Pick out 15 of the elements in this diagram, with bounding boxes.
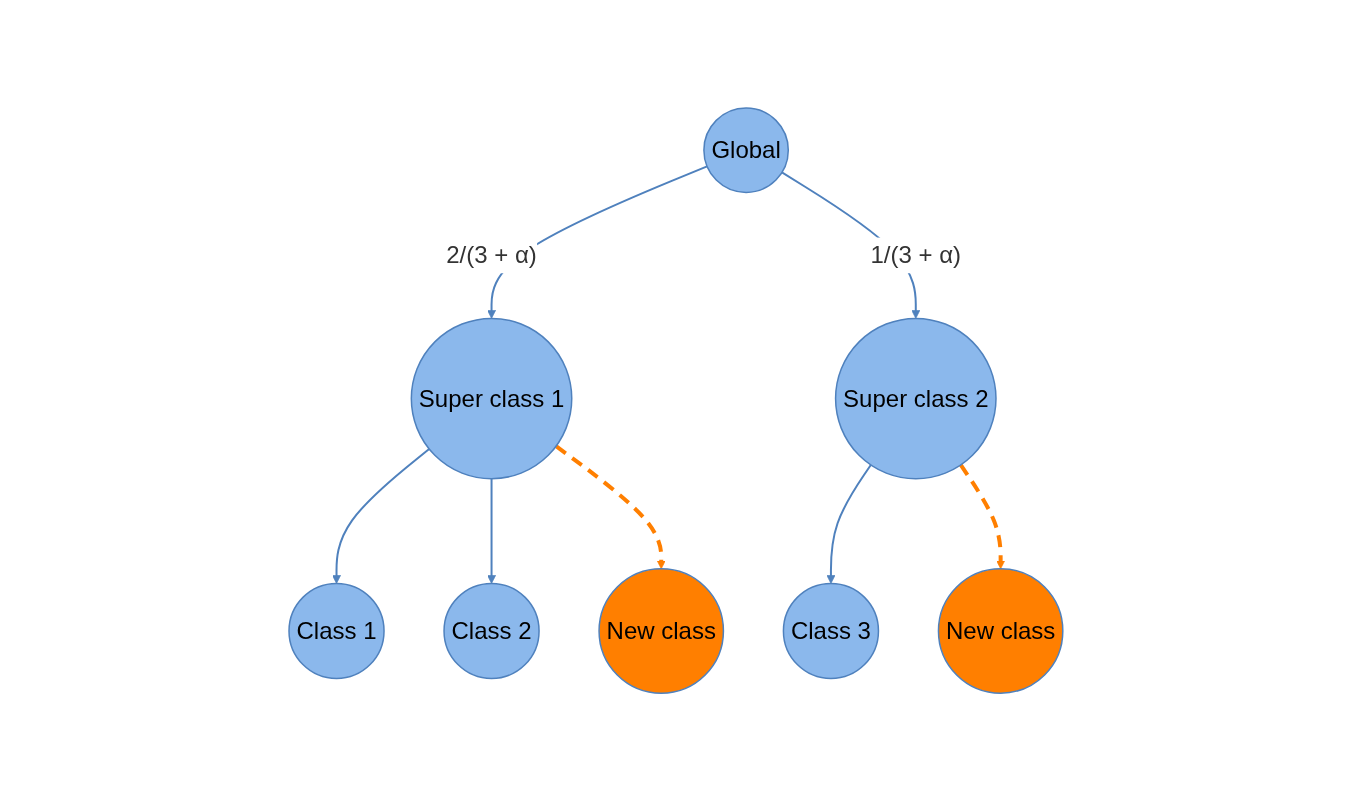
arrow — [959, 463, 1006, 570]
node-circle: New class — [937, 567, 1064, 694]
node-circle: Class 2 — [443, 582, 540, 680]
node-circle: Global — [703, 107, 790, 194]
node-circle: Class 1 — [288, 582, 385, 680]
node-circle: Class 3 — [782, 582, 880, 680]
arrow — [555, 444, 666, 570]
node-circle: Super class 1 — [410, 317, 573, 480]
node-circle: New class — [598, 567, 725, 694]
arrow — [826, 463, 872, 584]
node-circle: Super class 2 — [834, 317, 997, 480]
edge-label: 1/(3 + α) — [870, 241, 962, 269]
edge-label: 2/(3 + α) — [446, 241, 537, 269]
arrow — [487, 477, 497, 584]
arrow — [332, 447, 431, 584]
